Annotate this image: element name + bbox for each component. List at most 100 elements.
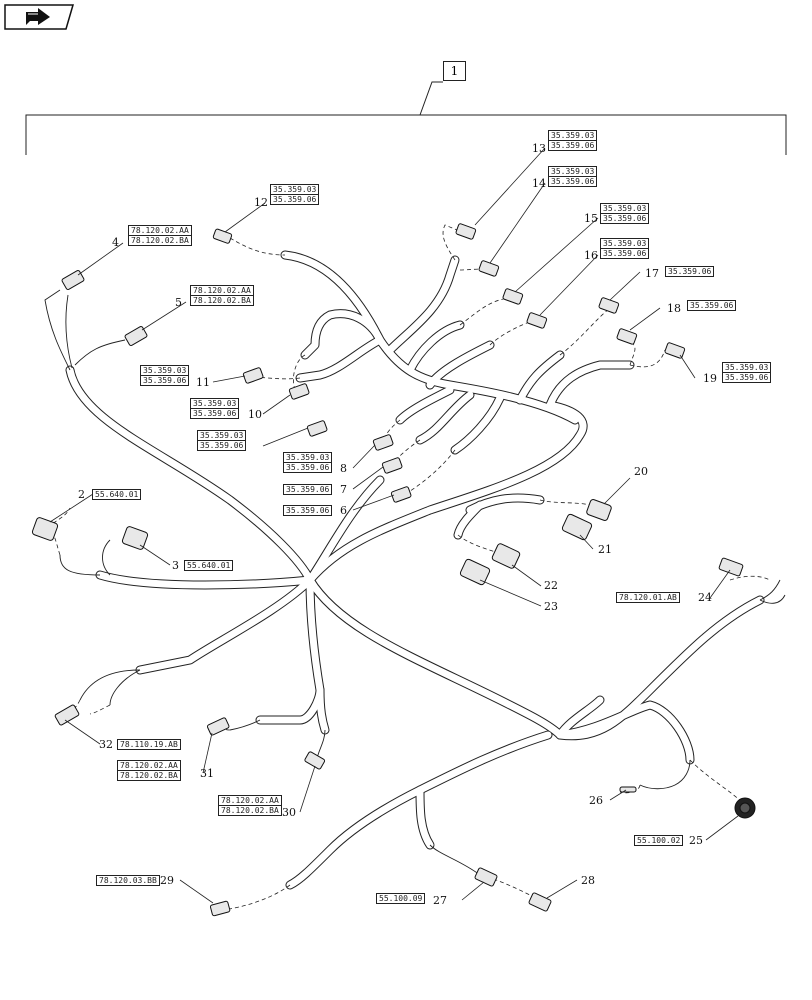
- reference-code[interactable]: 35.359.06: [191, 408, 239, 418]
- reference-code[interactable]: 78.120.02.BA: [191, 295, 253, 305]
- reference-code[interactable]: 78.110.19.AB: [120, 740, 178, 749]
- callout-number-19[interactable]: 19: [703, 372, 717, 385]
- reference-code[interactable]: 35.359.06: [690, 301, 734, 310]
- reference-code[interactable]: 35.359.06: [198, 440, 246, 450]
- callout-number-12[interactable]: 12: [254, 196, 268, 209]
- callout-number-8[interactable]: 8: [340, 462, 347, 475]
- callout-number-20[interactable]: 20: [634, 465, 648, 478]
- reference-box-6[interactable]: 35.359.06: [283, 505, 333, 516]
- reference-code[interactable]: 35.359.06: [601, 213, 649, 223]
- reference-code[interactable]: 35.359.03: [551, 131, 595, 140]
- callout-number-23[interactable]: 23: [544, 600, 558, 613]
- reference-code[interactable]: 35.359.06: [723, 372, 771, 382]
- callout-number-28[interactable]: 28: [581, 874, 595, 887]
- reference-box-18[interactable]: 35.359.06: [687, 300, 737, 311]
- connectors: [31, 223, 756, 917]
- reference-code[interactable]: 35.359.06: [271, 194, 319, 204]
- reference-code[interactable]: 55.100.02: [637, 836, 681, 845]
- reference-box-32[interactable]: 78.110.19.AB: [117, 739, 181, 750]
- callout-number-13[interactable]: 13: [532, 142, 546, 155]
- reference-code[interactable]: 78.120.01.AB: [619, 593, 677, 602]
- connector-21: [561, 513, 593, 541]
- callout-number-7[interactable]: 7: [340, 483, 347, 496]
- reference-code[interactable]: 78.120.02.AA: [193, 286, 251, 295]
- callout-number-11[interactable]: 11: [196, 376, 210, 389]
- callout-number-24[interactable]: 24: [698, 591, 712, 604]
- reference-code[interactable]: 35.359.06: [668, 267, 712, 276]
- connector-32: [54, 704, 80, 726]
- reference-code[interactable]: 55.640.01: [95, 490, 139, 499]
- reference-code[interactable]: 35.359.06: [549, 176, 597, 186]
- sensor-26: [619, 786, 637, 793]
- reference-code[interactable]: 78.120.02.AA: [221, 796, 279, 805]
- callout-number-10[interactable]: 10: [248, 408, 262, 421]
- callout-number-26[interactable]: 26: [589, 794, 603, 807]
- reference-code[interactable]: 35.359.06: [549, 140, 597, 150]
- reference-code[interactable]: 35.359.03: [143, 366, 187, 375]
- callout-number-16[interactable]: 16: [584, 249, 598, 262]
- reference-code[interactable]: 78.120.02.BA: [118, 770, 180, 780]
- callout-number-14[interactable]: 14: [532, 177, 546, 190]
- callout-1[interactable]: 1: [443, 61, 466, 81]
- reference-box-3[interactable]: 55.640.01: [184, 560, 234, 571]
- callout-number-5[interactable]: 5: [175, 296, 182, 309]
- reference-code[interactable]: 35.359.06: [141, 375, 189, 385]
- reference-code[interactable]: 35.359.06: [286, 485, 330, 494]
- reference-code[interactable]: 35.359.03: [603, 204, 647, 213]
- reference-box-24[interactable]: 78.120.01.AB: [616, 592, 680, 603]
- callout-number-2[interactable]: 2: [78, 488, 85, 501]
- callout-number-32[interactable]: 32: [99, 738, 113, 751]
- reference-code[interactable]: 78.120.02.AA: [131, 226, 189, 235]
- reference-code[interactable]: 78.120.02.BA: [129, 235, 191, 245]
- reference-code[interactable]: 35.359.06: [284, 462, 332, 472]
- reference-box-7[interactable]: 35.359.06: [283, 484, 333, 495]
- reference-code[interactable]: 35.359.03: [725, 363, 769, 372]
- callout-number-17[interactable]: 17: [645, 267, 659, 280]
- callout-number-15[interactable]: 15: [584, 212, 598, 225]
- callout-number-21[interactable]: 21: [598, 543, 612, 556]
- reference-code[interactable]: 35.359.03: [551, 167, 595, 176]
- reference-code[interactable]: 35.359.06: [601, 248, 649, 258]
- callout-number-22[interactable]: 22: [544, 579, 558, 592]
- reference-code[interactable]: 35.359.03: [273, 185, 317, 194]
- reference-box-29[interactable]: 78.120.03.BB: [96, 875, 160, 886]
- reference-code[interactable]: 35.359.03: [603, 239, 647, 248]
- reference-code[interactable]: 55.100.09: [379, 894, 423, 903]
- reference-code[interactable]: 35.359.03: [200, 431, 244, 440]
- callout-number-29[interactable]: 29: [160, 874, 174, 887]
- reference-box-2[interactable]: 55.640.01: [92, 489, 142, 500]
- reference-code[interactable]: 35.359.03: [286, 453, 330, 462]
- callout-number-4[interactable]: 4: [112, 236, 119, 249]
- callout-number-27[interactable]: 27: [433, 894, 447, 907]
- reference-code[interactable]: 55.640.01: [187, 561, 231, 570]
- callout-number-25[interactable]: 25: [689, 834, 703, 847]
- reference-code[interactable]: 78.120.03.BB: [99, 876, 157, 885]
- reference-box-25[interactable]: 55.100.02: [634, 835, 684, 846]
- reference-code[interactable]: 35.359.06: [286, 506, 330, 515]
- callout-number-18[interactable]: 18: [667, 302, 681, 315]
- reference-code[interactable]: 78.120.02.BA: [219, 805, 281, 815]
- next-page-arrow-icon[interactable]: [4, 4, 74, 30]
- reference-box-17[interactable]: 35.359.06: [665, 266, 715, 277]
- reference-code[interactable]: 35.359.03: [193, 399, 237, 408]
- callout-number-30[interactable]: 30: [282, 806, 296, 819]
- callout-number-3[interactable]: 3: [172, 559, 179, 572]
- callout-number-6[interactable]: 6: [340, 504, 347, 517]
- callout-number-31[interactable]: 31: [200, 767, 214, 780]
- reference-code[interactable]: 78.120.02.AA: [120, 761, 178, 770]
- reference-box-27[interactable]: 55.100.09: [376, 893, 426, 904]
